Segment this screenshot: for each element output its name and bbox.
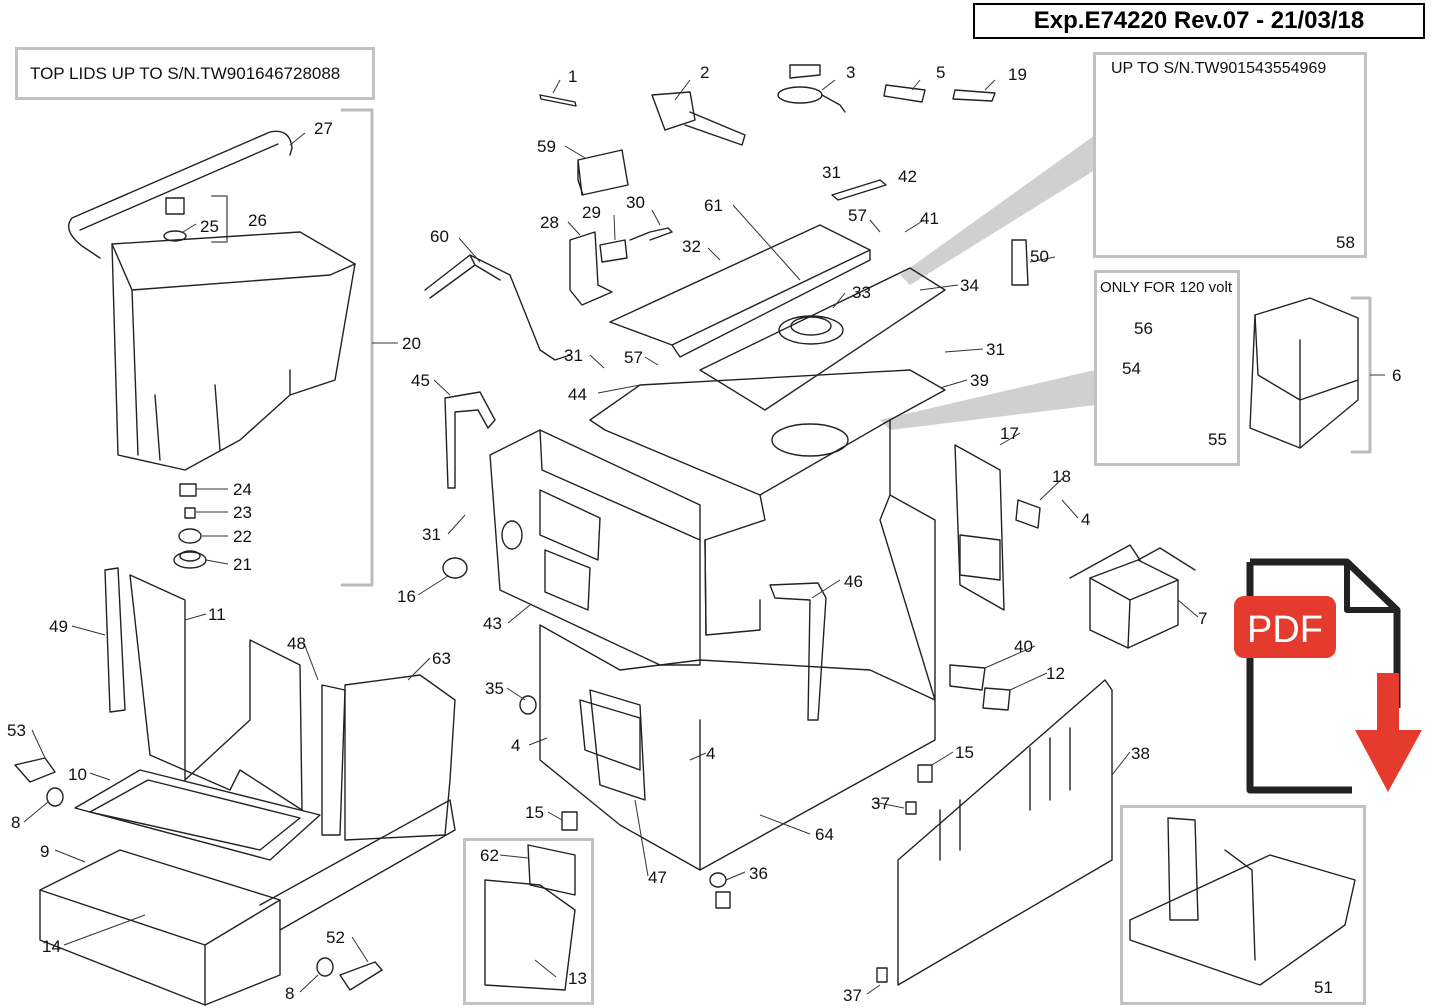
part-callout-24: 24 [233, 480, 252, 499]
part-callout-4: 4 [511, 736, 521, 755]
part-callout-53: 53 [7, 721, 26, 740]
detail-inset-13 [463, 838, 594, 1005]
part-callout-48: 48 [287, 634, 306, 653]
part-callout-37: 37 [843, 986, 862, 1005]
part-callout-25: 25 [200, 217, 219, 236]
part-callout-33: 33 [852, 283, 871, 302]
part-callout-34: 34 [960, 276, 979, 295]
part-callout-51: 51 [1314, 978, 1333, 997]
part-callout-39: 39 [970, 371, 989, 390]
pdf-label: PDF [1247, 609, 1323, 651]
part-callout-32: 32 [682, 237, 701, 256]
part-callout-62: 62 [480, 846, 499, 865]
part-callout-63: 63 [432, 649, 451, 668]
pdf-download-icon[interactable]: PDF [1232, 558, 1432, 798]
part-callout-29: 29 [582, 203, 601, 222]
part-callout-50: 50 [1030, 247, 1049, 266]
part-callout-12: 12 [1046, 664, 1065, 683]
part-callout-57: 57 [848, 206, 867, 225]
part-callout-4: 4 [706, 744, 716, 763]
part-callout-17: 17 [1000, 424, 1019, 443]
part-callout-42: 42 [898, 167, 917, 186]
part-callout-46: 46 [844, 572, 863, 591]
part-callout-44: 44 [568, 385, 587, 404]
part-callout-38: 38 [1131, 744, 1150, 763]
part-callout-31: 31 [564, 346, 583, 365]
part-callout-35: 35 [485, 679, 504, 698]
part-callout-23: 23 [233, 503, 252, 522]
part-callout-15: 15 [955, 743, 974, 762]
part-callout-57: 57 [624, 348, 643, 367]
part-callout-37: 37 [871, 794, 890, 813]
top-lids-note: TOP LIDS UP TO S/N.TW901646728088 [15, 47, 375, 100]
part-callout-54: 54 [1122, 359, 1141, 378]
part-callout-16: 16 [397, 587, 416, 606]
part-callout-2: 2 [700, 63, 710, 82]
part-callout-40: 40 [1014, 637, 1033, 656]
part-callout-59: 59 [537, 137, 556, 156]
part-callout-5: 5 [936, 63, 946, 82]
part-callout-11: 11 [208, 605, 226, 624]
part-callout-31: 31 [986, 340, 1005, 359]
part-callout-14: 14 [42, 937, 61, 956]
part-callout-45: 45 [411, 371, 430, 390]
part-callout-64: 64 [815, 825, 834, 844]
part-callout-4: 4 [1081, 510, 1091, 529]
part-callout-56: 56 [1134, 319, 1153, 338]
part-callout-10: 10 [68, 765, 87, 784]
part-callout-61: 61 [704, 196, 723, 215]
part-callout-3: 3 [846, 63, 856, 82]
part-callout-49: 49 [49, 617, 68, 636]
document-reference: Exp.E74220 Rev.07 - 21/03/18 [973, 3, 1425, 39]
part-callout-1: 1 [568, 67, 578, 86]
part-callout-18: 18 [1052, 467, 1071, 486]
part-callout-8: 8 [285, 984, 295, 1003]
part-callout-58: 58 [1336, 233, 1355, 252]
pdf-label-box [1234, 596, 1336, 658]
part-callout-30: 30 [626, 193, 645, 212]
part-callout-21: 21 [233, 555, 252, 574]
serial-limit-inset: UP TO S/N.TW901543554969 [1093, 52, 1367, 258]
download-arrow-icon [1355, 730, 1422, 792]
part-callout-41: 41 [920, 209, 939, 228]
part-callout-36: 36 [749, 864, 768, 883]
part-callout-26: 26 [248, 211, 267, 230]
part-callout-31: 31 [422, 525, 441, 544]
120-volt-inset: ONLY FOR 120 volt [1094, 270, 1240, 466]
part-callout-15: 15 [525, 803, 544, 822]
part-callout-8: 8 [11, 813, 21, 832]
detail-inset-51 [1120, 805, 1366, 1005]
part-callout-31: 31 [822, 163, 841, 182]
part-callout-28: 28 [540, 213, 559, 232]
part-callout-52: 52 [326, 928, 345, 947]
part-callout-19: 19 [1008, 65, 1027, 84]
part-callout-7: 7 [1198, 609, 1208, 628]
part-callout-43: 43 [483, 614, 502, 633]
part-callout-13: 13 [568, 969, 587, 988]
part-callout-27: 27 [314, 119, 333, 138]
part-callout-22: 22 [233, 527, 252, 546]
part-callout-6: 6 [1392, 366, 1402, 385]
part-callout-55: 55 [1208, 430, 1227, 449]
part-callout-20: 20 [402, 334, 421, 353]
part-callout-9: 9 [40, 842, 50, 861]
part-callout-60: 60 [430, 227, 449, 246]
part-callout-47: 47 [648, 868, 667, 887]
